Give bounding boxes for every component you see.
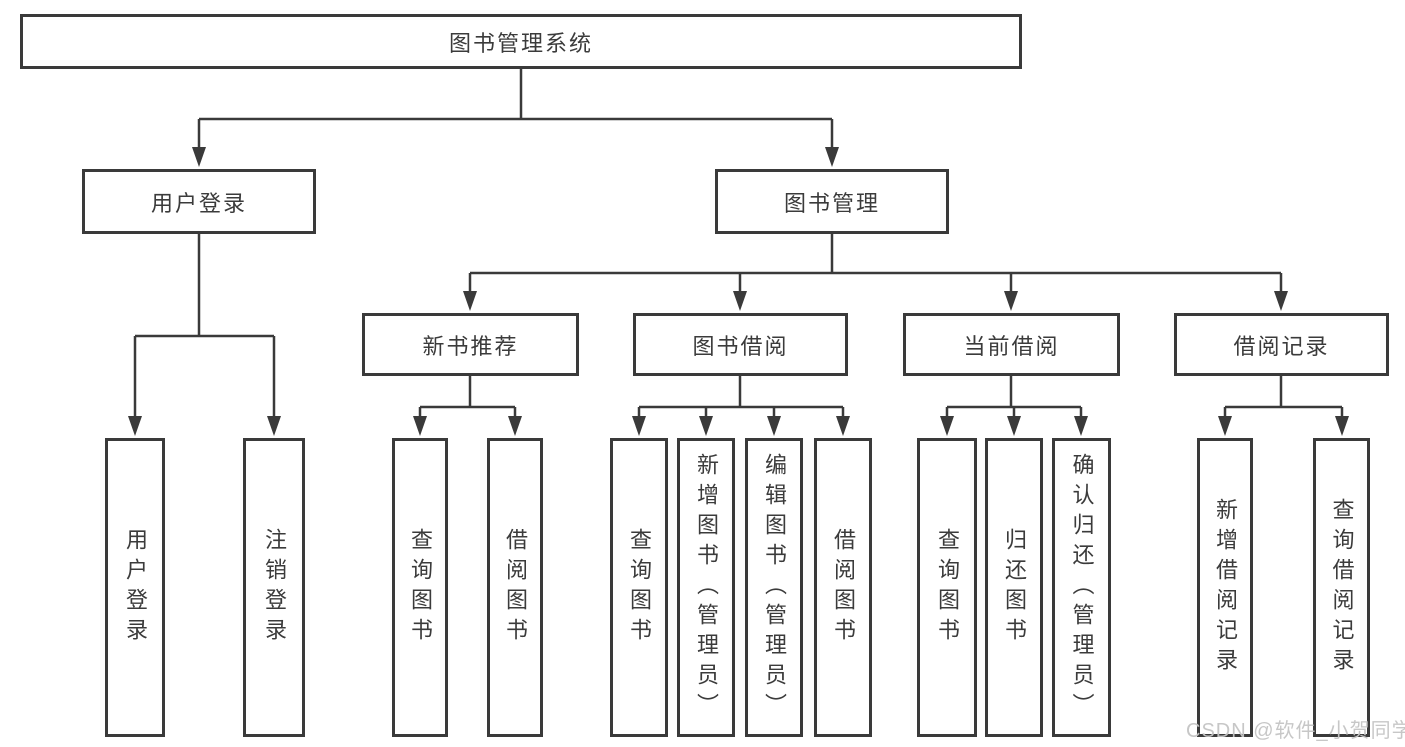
node-label: 查询图书	[408, 527, 433, 648]
node-label: 借阅图书	[503, 527, 528, 648]
leaf-confirm-return-admin: 确认归还（管理员）	[1052, 438, 1111, 737]
node-label: 图书管理	[783, 190, 880, 216]
node-book-borrowing: 图书借阅	[633, 313, 848, 376]
leaf-add-borrow-record: 新增借阅记录	[1197, 438, 1253, 737]
leaf-query-books-recommend: 查询图书	[392, 438, 448, 737]
connector-current-to-leaves	[945, 376, 1083, 419]
leaf-query-books-borrowing: 查询图书	[610, 438, 668, 737]
node-book-management: 图书管理	[715, 169, 949, 234]
watermark-text: CSDN @软件_小贺同学	[1186, 720, 1405, 742]
node-label: 查询借阅记录	[1329, 497, 1355, 678]
node-label: 新书推荐	[422, 333, 519, 359]
connector-records-to-leaves	[1223, 376, 1344, 419]
node-label: 归还图书	[1002, 527, 1027, 648]
node-user-login: 用户登录	[82, 169, 316, 234]
node-label: 确认归还（管理员）	[1069, 452, 1095, 723]
leaf-borrow-books-recommend: 借阅图书	[487, 438, 543, 737]
connector-newbook-to-leaves	[418, 376, 517, 419]
node-label: 新增图书（管理员）	[694, 452, 719, 723]
node-label: 当前借阅	[963, 333, 1060, 359]
leaf-query-borrow-record: 查询借阅记录	[1313, 438, 1370, 737]
node-label: 借阅记录	[1233, 333, 1330, 359]
node-label: 查询图书	[935, 527, 960, 648]
leaf-user-login: 用户登录	[105, 438, 165, 737]
node-label: 编辑图书（管理员）	[762, 452, 787, 723]
node-new-book-recommendation: 新书推荐	[362, 313, 579, 376]
node-label: 新增借阅记录	[1213, 497, 1238, 678]
node-label: 用户登录	[123, 527, 148, 648]
node-current-borrowing: 当前借阅	[903, 313, 1120, 376]
arrowheads	[128, 147, 1349, 436]
node-label: 用户登录	[150, 190, 247, 216]
node-borrowing-records: 借阅记录	[1174, 313, 1389, 376]
leaf-edit-book-admin: 编辑图书（管理员）	[745, 438, 803, 737]
connector-bookmgmt-to-level3	[468, 233, 1283, 294]
node-label: 图书借阅	[692, 333, 789, 359]
node-label: 注销登录	[262, 527, 287, 648]
connector-root-to-level2	[197, 68, 834, 150]
node-label: 查询图书	[627, 527, 652, 648]
leaf-query-books-current: 查询图书	[917, 438, 977, 737]
leaf-return-books: 归还图书	[985, 438, 1043, 737]
leaf-borrow-books-borrowing: 借阅图书	[814, 438, 872, 737]
node-library-management-system: 图书管理系统	[20, 14, 1022, 69]
leaf-logout: 注销登录	[243, 438, 305, 737]
connector-borrowing-to-leaves	[637, 376, 845, 419]
node-label: 借阅图书	[831, 527, 856, 648]
connector-userlogin-to-leaves	[133, 233, 276, 419]
node-label: 图书管理系统	[448, 30, 593, 56]
leaf-add-book-admin: 新增图书（管理员）	[677, 438, 735, 737]
